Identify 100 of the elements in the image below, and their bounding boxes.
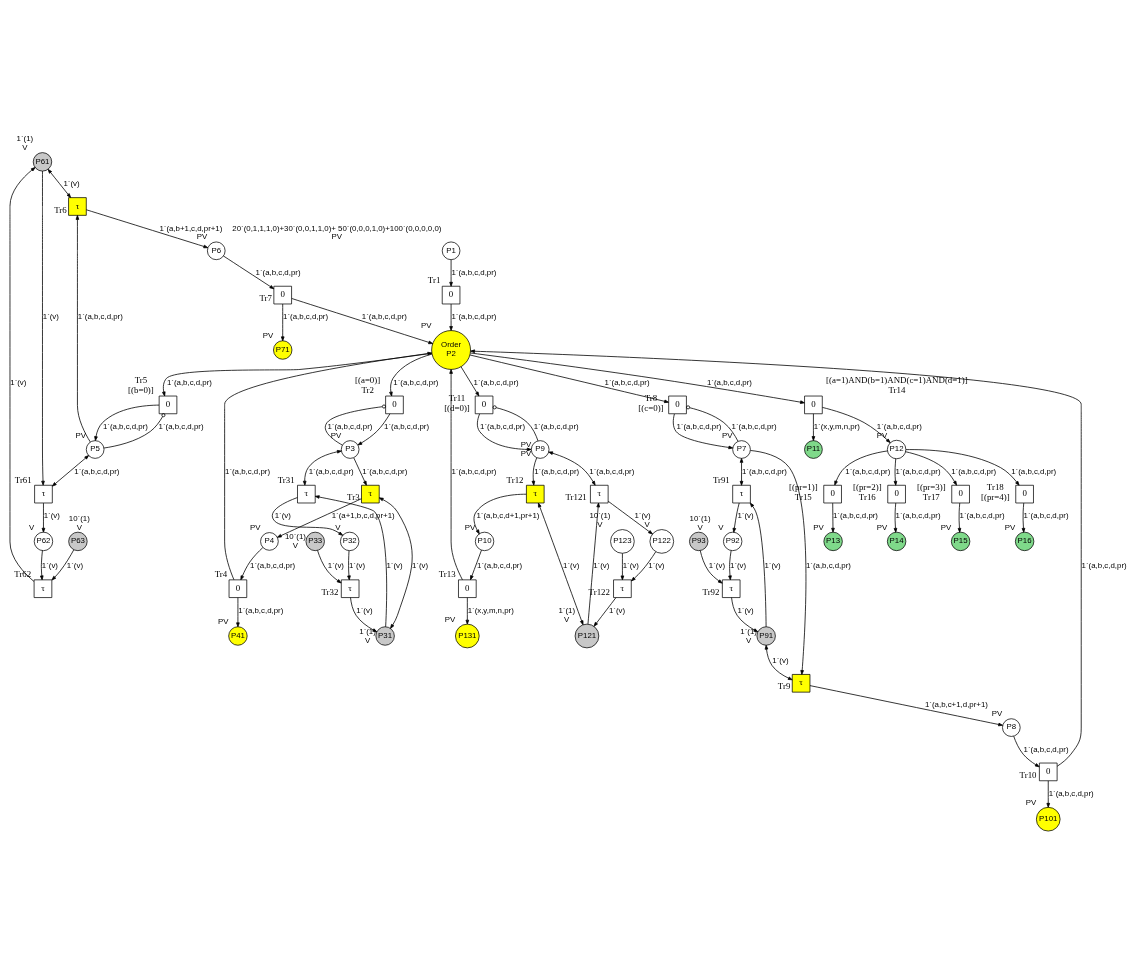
arrow (51, 455, 89, 487)
edge-label: 1`(a,b,c,d,pr) (77, 312, 123, 322)
arrow (162, 352, 433, 397)
node-label: V (564, 614, 570, 624)
edge-label: 1`(a,b,c,d,pr) (255, 267, 301, 277)
node-box: 0 (474, 395, 494, 415)
node-circle: P4 (260, 532, 279, 551)
node-box: τ (721, 579, 741, 598)
arrow (469, 354, 669, 404)
edge-label: 1`(a,b,c,d,pr) (384, 421, 430, 431)
arrow (223, 255, 275, 290)
edge-label: 1`(a,b,c,d,pr) (805, 561, 851, 571)
node-circle: Order P2 (431, 330, 471, 370)
node-box: τ (791, 674, 811, 693)
edge-label: 1`(a,b,c,d,pr) (480, 421, 526, 431)
node-label: 10`(1) (689, 513, 711, 523)
edge-label: 1`(a,b,c,d,pr) (158, 421, 204, 431)
edge-label: 1`(a,b,c,d,pr) (361, 312, 407, 322)
edge-label: 1`(a,b,c,d,pr) (1023, 511, 1069, 521)
arrow (449, 259, 453, 287)
arrow (905, 449, 1020, 486)
node-label: V (597, 520, 603, 530)
node-label: Tr5 (134, 375, 148, 386)
arrow (538, 502, 584, 626)
edge-label: 1`(v) (708, 561, 726, 571)
node-label: V (292, 541, 299, 551)
node-label: Tr122 (588, 586, 610, 597)
node-label: Tr1 (427, 275, 441, 286)
node-circle: P71 (273, 340, 293, 360)
node-label: 10`(1) (68, 513, 90, 523)
arrow (389, 353, 433, 397)
arrow (40, 550, 44, 581)
arrow (470, 349, 1082, 767)
edge-label: 1`(v) (634, 511, 651, 521)
edge-label: 1`(a,b,c,d,pr) (451, 267, 497, 277)
node-circle: P14 (887, 531, 907, 552)
edge-label: 1`(a,b,c,d,pr) (238, 605, 284, 615)
edge-label: 1`(v) (563, 561, 580, 571)
node-label: Tr12 (506, 474, 524, 485)
arrow (531, 457, 538, 486)
node-label: Tr61 (14, 474, 32, 485)
edge-label: 1`(a,b,c,d,pr) (250, 561, 296, 571)
arrow (1013, 735, 1040, 768)
edge-label: 1`(v) (764, 561, 781, 571)
edge-label: 1`(v) (648, 561, 665, 571)
arrow (728, 550, 732, 581)
arrow (831, 502, 835, 533)
node-label: [(pr=1)] (789, 482, 818, 493)
edge-label: 1`(v) (608, 605, 626, 615)
edge-label: 1`(v) (66, 561, 84, 571)
node-label: V (28, 522, 35, 532)
node-box: 0 (951, 484, 970, 504)
node-circle: P8 (1002, 718, 1021, 737)
edge-label: 1`(a,b,c,d,pr) (451, 312, 497, 322)
node-label: PV (1004, 522, 1016, 532)
edge-label: 1`(a,b,c,d,pr) (1023, 744, 1069, 754)
node-box: 0 (158, 395, 178, 415)
node-circle: P91 (756, 626, 776, 646)
arrow (893, 458, 898, 486)
edge-label: 1`(a,b,c,d,pr) (74, 466, 120, 476)
node-label: Tr13 (438, 569, 456, 580)
arrow (75, 215, 91, 443)
arrow (280, 303, 285, 342)
node-box: 0 (887, 484, 906, 504)
arrow (476, 413, 532, 452)
node-label: PV (464, 522, 476, 532)
node-label: PV (876, 430, 888, 440)
node-label: Tr32 (321, 586, 339, 597)
arrow (811, 413, 816, 441)
node-label: Tr8 (644, 393, 658, 404)
node-box: 0 (823, 484, 842, 504)
edge-label: 1`(v) (737, 605, 754, 615)
edge-label: 1`(v) (42, 312, 59, 322)
node-box: τ (297, 484, 316, 504)
node-label: [(a=1)AND(b=1)AND(c=1)AND(d=1)] (826, 375, 968, 386)
edge-label: 1`(v) (593, 561, 610, 571)
arrow (317, 550, 342, 584)
arrow (809, 685, 1003, 727)
arrow (449, 303, 453, 331)
edge-label: 1`(a,b,c,d,pr) (473, 377, 519, 387)
edge-label: 1`(v) (356, 605, 373, 615)
arrow (587, 502, 600, 625)
node-label: Tr6 (54, 204, 67, 215)
node-label: Tr17 (922, 492, 940, 503)
node-label: PV (991, 709, 1003, 719)
arrow (236, 597, 240, 628)
node-label: PV (1025, 797, 1037, 807)
node-box: 0 (385, 395, 404, 415)
node-circle: P101 (1036, 806, 1061, 832)
edge-label: 1`(a,b,c,d,pr) (477, 561, 523, 571)
node-box: 0 (441, 285, 461, 305)
node-circle: P123 (610, 529, 635, 554)
node-circle: P41 (228, 626, 248, 646)
node-label: [(pr=2)] (853, 482, 882, 493)
node-label: V (745, 635, 752, 645)
edge-label: 1`(v) (63, 179, 80, 189)
edge-label: 1`(a,b,c,d,pr) (895, 466, 941, 476)
node-label: Tr11 (448, 393, 466, 404)
arrow (1046, 780, 1051, 808)
arrow (85, 209, 209, 249)
